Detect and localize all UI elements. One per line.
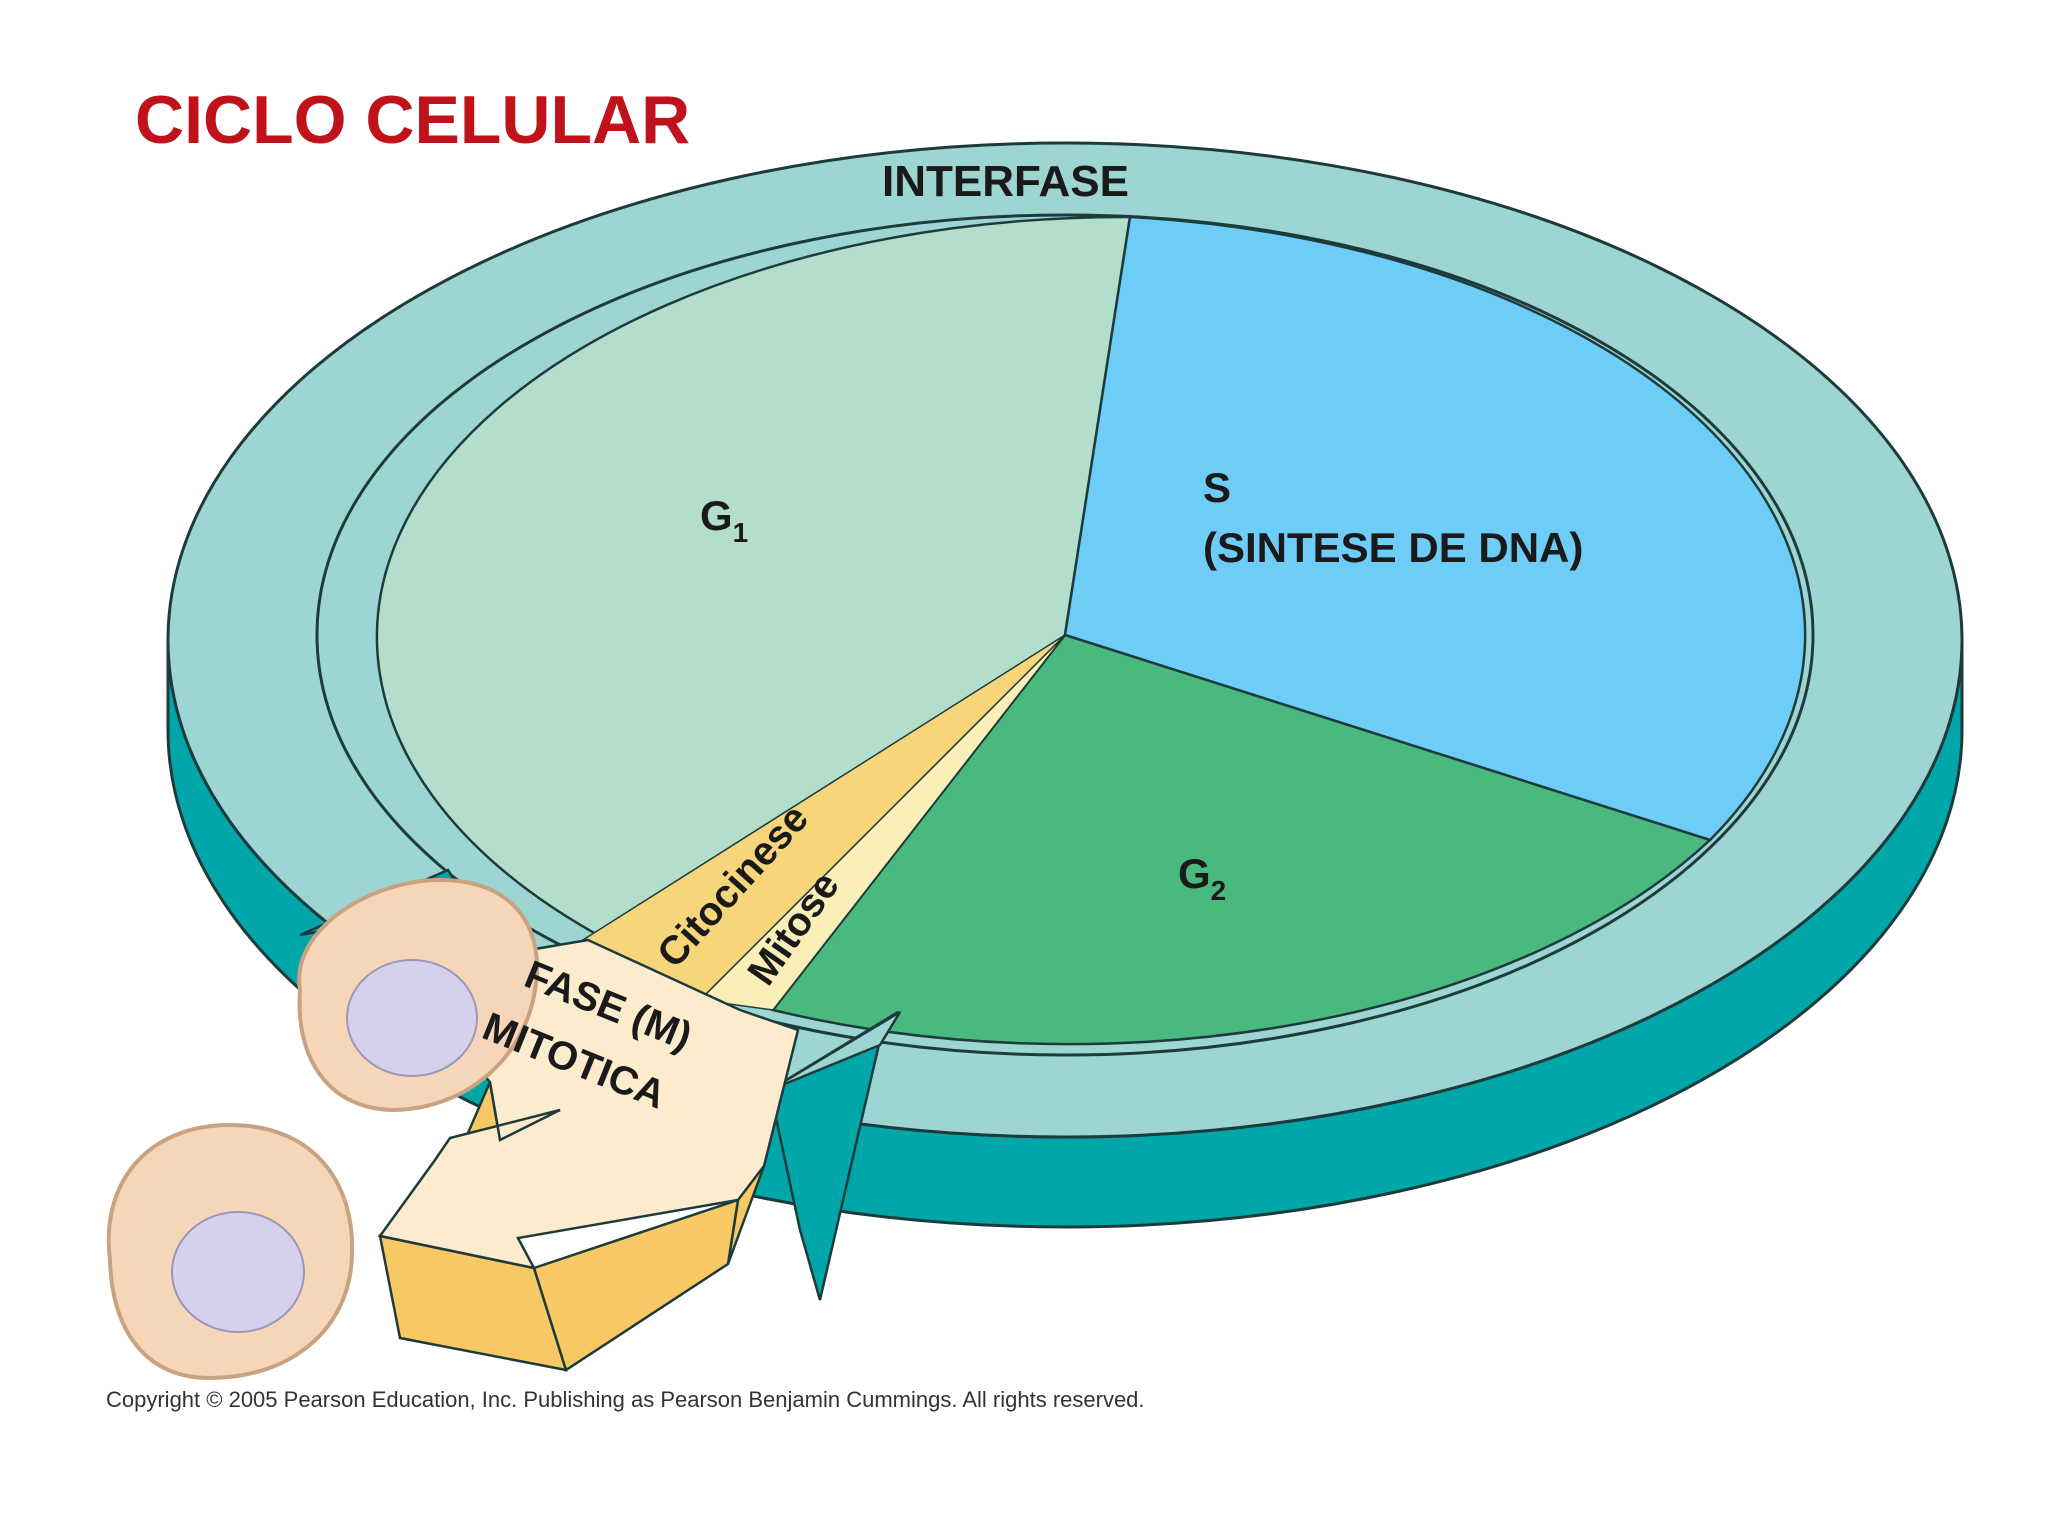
daughter-cell-lower [106,1122,355,1381]
g1-sector [375,215,1132,1009]
g1-label: G1 [700,492,748,548]
phase-disk [315,213,1815,1057]
daughter-cell-upper [297,877,540,1113]
interphase-label: INTERFASE [882,157,1129,206]
s-description: (SINTESE DE DNA) [1203,524,1583,571]
page-title: CICLO CELULAR [135,82,690,158]
copyright-notice: Copyright © 2005 Pearson Education, Inc.… [106,1387,1145,1412]
g2-label: G2 [1178,850,1226,906]
ring-arrowhead-right-top [769,1010,902,1092]
nucleus-icon [346,959,478,1077]
s-label: S [1203,464,1231,511]
g2-sector [770,633,1713,1046]
nucleus-icon [171,1211,305,1333]
s-sector [1063,215,1807,842]
